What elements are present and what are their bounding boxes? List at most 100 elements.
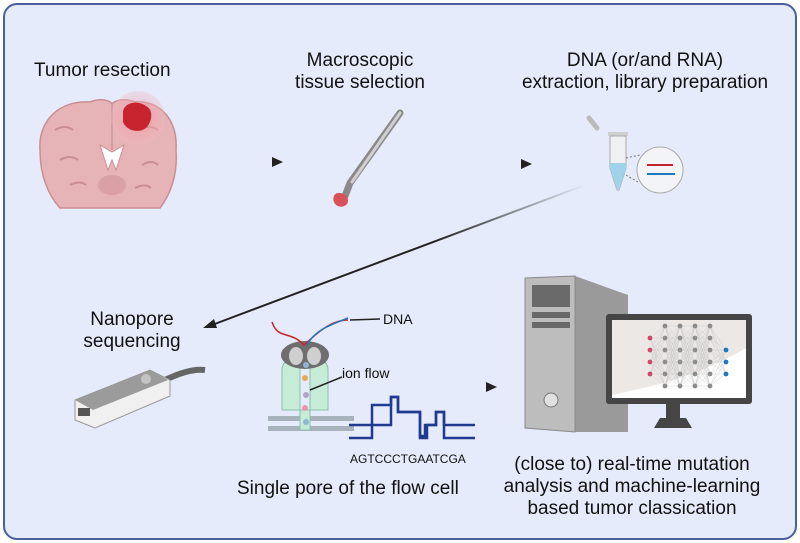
nn-node (647, 335, 653, 341)
current-signal-trace (349, 395, 475, 438)
step-analysis-label: (close to) real-time mutation analysis a… (482, 454, 782, 520)
nn-edge (679, 325, 696, 351)
nn-edge (694, 325, 711, 387)
nn-node (707, 359, 713, 365)
nanopore-device-icon (74, 366, 206, 429)
step-nanopore-line1: Nanopore (90, 309, 174, 330)
step-nanopore-label: Nanopore sequencing (72, 309, 192, 353)
nn-edge (694, 325, 711, 375)
nn-edge (679, 349, 696, 387)
nn-edge (709, 373, 727, 387)
nn-node (677, 359, 683, 365)
nn-node (707, 335, 713, 341)
nn-edge (679, 325, 696, 387)
nn-edge (649, 325, 666, 363)
nn-node (662, 323, 668, 329)
step-tumor-resection-label: Tumor resection (34, 60, 171, 81)
step-analysis-line1: (close to) real-time mutation (514, 454, 750, 475)
nn-edge (709, 349, 727, 387)
nn-node (692, 371, 698, 377)
nn-node (662, 383, 668, 389)
nn-node (707, 323, 713, 329)
nn-edge (709, 361, 727, 387)
nn-node (662, 359, 668, 365)
sequence-readout: AGTCCCTGAATCGA (350, 452, 466, 466)
step-tissue-selection-label: Macroscopic tissue selection (285, 50, 435, 94)
nn-edge (664, 361, 681, 387)
nn-node (692, 359, 698, 365)
nn-node (723, 347, 729, 353)
arrow-extraction-to-nanopore (203, 184, 586, 328)
nn-node (677, 383, 683, 389)
nn-edge (694, 337, 711, 387)
nn-edge (649, 325, 666, 351)
neural-network-icon (647, 323, 729, 389)
nn-edge (649, 373, 666, 387)
nn-edge (694, 373, 711, 387)
arrow-resection-to-selection (195, 157, 283, 167)
nn-edge (694, 361, 711, 387)
nn-edge (679, 325, 696, 375)
nn-node (723, 359, 729, 365)
nn-edge (649, 349, 666, 375)
nn-edge (664, 325, 681, 351)
nn-node (647, 371, 653, 377)
nn-edge (694, 325, 711, 339)
nn-node (677, 323, 683, 329)
step-analysis-line3: based tumor classication (527, 498, 737, 519)
nn-node (692, 383, 698, 389)
step-analysis-line2: analysis and machine-learning (503, 476, 761, 497)
nn-edge (694, 325, 711, 351)
brain-icon (39, 91, 178, 209)
tweezers-icon (333, 109, 404, 207)
nn-node (662, 371, 668, 377)
nn-edge (709, 337, 727, 351)
nanopore-pore-icon (268, 317, 381, 431)
nn-node (692, 323, 698, 329)
nn-node (677, 335, 683, 341)
nn-edge (664, 349, 681, 387)
arrow-pore-to-analysis (408, 382, 497, 392)
nn-edge (709, 325, 727, 351)
nn-edge (664, 325, 681, 339)
nn-edge (679, 325, 696, 363)
computer-icon (524, 275, 752, 433)
nn-edge (664, 325, 681, 387)
dna-annotation: DNA (383, 311, 413, 327)
tube-icon (586, 115, 684, 194)
nn-edge (679, 325, 696, 339)
nn-edge (649, 337, 666, 375)
nn-node (692, 347, 698, 353)
nn-edge (649, 361, 666, 375)
nn-node (647, 347, 653, 353)
nn-node (707, 347, 713, 353)
nn-edge (664, 337, 681, 387)
nn-edge (694, 325, 711, 363)
nn-node (677, 371, 683, 377)
step-nanopore-line2: sequencing (83, 331, 181, 352)
nn-node (707, 383, 713, 389)
nn-node (647, 359, 653, 365)
step-extraction-line2: extraction, library preparation (521, 72, 769, 93)
step-pore-label: Single pore of the flow cell (237, 478, 459, 499)
nn-node (662, 347, 668, 353)
nn-node (723, 371, 729, 377)
current-signal-trace (349, 395, 475, 440)
nn-edge (664, 325, 681, 375)
nn-node (662, 335, 668, 341)
nn-edge (694, 349, 711, 387)
step-extraction-label: DNA (or/and RNA) extraction, library pre… (500, 50, 790, 94)
step-tissue-selection-line2: tissue selection (295, 72, 425, 93)
nn-edge (709, 349, 727, 375)
step-tissue-selection-line1: Macroscopic (306, 50, 414, 71)
nn-edge (664, 373, 681, 387)
nn-edge (649, 325, 666, 375)
step-extraction-line1: DNA (or/and RNA) (566, 50, 724, 71)
arrow-selection-to-extraction (440, 159, 532, 169)
nn-edge (679, 373, 696, 387)
nn-edge (664, 325, 681, 363)
nn-node (677, 347, 683, 353)
nn-node (692, 335, 698, 341)
nn-edge (679, 361, 696, 387)
